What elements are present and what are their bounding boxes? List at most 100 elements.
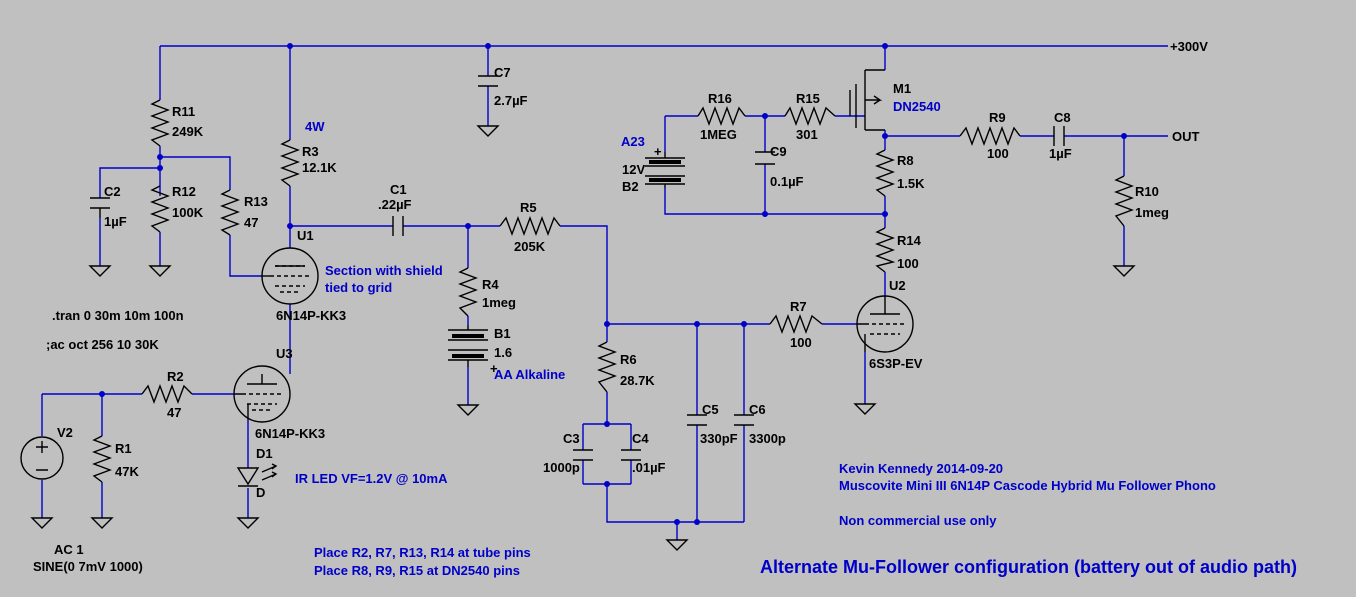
r9-symbol — [959, 126, 1021, 146]
c1-value: .22µF — [378, 197, 412, 212]
source-sine: SINE(0 7mV 1000) — [33, 559, 143, 574]
b2-value: 12V — [622, 162, 645, 177]
r12-symbol — [150, 185, 170, 233]
m1-ref: M1 — [893, 81, 911, 96]
b2-ref: B2 — [622, 179, 639, 194]
r16-symbol — [697, 106, 746, 126]
placement-note-1: Place R2, R7, R13, R14 at tube pins — [314, 545, 531, 560]
r8-symbol — [875, 149, 895, 197]
r6-symbol — [597, 341, 617, 393]
c8-ref: C8 — [1054, 110, 1071, 125]
ac-directive: ;ac oct 256 10 30K — [46, 337, 159, 352]
r4-value: 1meg — [482, 295, 516, 310]
c4-symbol — [621, 449, 641, 461]
c5-symbol — [687, 414, 707, 426]
out-label: OUT — [1172, 129, 1200, 144]
r2-ref: R2 — [167, 369, 184, 384]
r1-symbol — [92, 435, 112, 483]
r4-symbol — [458, 267, 478, 317]
r10-ref: R10 — [1135, 184, 1159, 199]
c3-symbol — [573, 449, 593, 461]
r5-value: 205K — [514, 239, 546, 254]
c5-ref: C5 — [702, 402, 719, 417]
supply-rail-label: +300V — [1170, 39, 1208, 54]
project-note: Muscovite Mini III 6N14P Cascode Hybrid … — [839, 478, 1216, 493]
r3-symbol — [280, 139, 300, 187]
r3-ref: R3 — [302, 144, 319, 159]
c7-ref: C7 — [494, 65, 511, 80]
r6-ref: R6 — [620, 352, 637, 367]
r15-ref: R15 — [796, 91, 820, 106]
d1-ref: D1 — [256, 446, 273, 461]
c9-value: 0.1µF — [770, 174, 804, 189]
r14-value: 100 — [897, 256, 919, 271]
r1-ref: R1 — [115, 441, 132, 456]
r2-symbol — [141, 384, 193, 404]
b1-value: 1.6 — [494, 345, 512, 360]
u3-ref: U3 — [276, 346, 293, 361]
author-note: Kevin Kennedy 2014-09-20 — [839, 461, 1003, 476]
r13-value: 47 — [244, 215, 258, 230]
tran-directive: .tran 0 30m 10m 100n — [52, 308, 184, 323]
v2-source-symbol — [20, 436, 64, 480]
c2-value: 1µF — [104, 214, 127, 229]
r10-symbol — [1114, 175, 1134, 227]
d1-led-symbol — [236, 463, 278, 487]
r14-ref: R14 — [897, 233, 922, 248]
r2-value: 47 — [167, 405, 181, 420]
b1-symbol — [448, 325, 488, 367]
placement-note-2: Place R8, R9, R15 at DN2540 pins — [314, 563, 520, 578]
r7-ref: R7 — [790, 299, 807, 314]
c6-ref: C6 — [749, 402, 766, 417]
c4-value: .01µF — [632, 460, 666, 475]
license-note: Non commercial use only — [839, 513, 997, 528]
u1-ref: U1 — [297, 228, 314, 243]
r9-ref: R9 — [989, 110, 1006, 125]
r16-ref: R16 — [708, 91, 732, 106]
schematic-title: Alternate Mu-Follower configuration (bat… — [760, 557, 1297, 577]
c6-value: 3300p — [749, 431, 786, 446]
c8-value: 1µF — [1049, 146, 1072, 161]
r8-value: 1.5K — [897, 176, 925, 191]
r11-ref: R11 — [172, 104, 195, 119]
r4-ref: R4 — [482, 277, 499, 292]
b1-ref: B1 — [494, 326, 511, 341]
m1-model: DN2540 — [893, 99, 941, 114]
junction-dots — [99, 43, 1127, 525]
r1-value: 47K — [115, 464, 139, 479]
b1-type: AA Alkaline — [494, 367, 565, 382]
u1-note-line1: Section with shield — [325, 263, 443, 278]
c1-symbol — [392, 216, 404, 236]
c7-value: 2.7µF — [494, 93, 528, 108]
c2-ref: C2 — [104, 184, 121, 199]
r11-value: 249K — [172, 124, 204, 139]
r9-value: 100 — [987, 146, 1009, 161]
u1-note-line2: tied to grid — [325, 280, 392, 295]
u1-tube-symbol — [261, 247, 319, 305]
c1-ref: C1 — [390, 182, 407, 197]
b2-plus-mark: + — [654, 144, 662, 159]
u2-model: 6S3P-EV — [869, 356, 923, 371]
r15-symbol — [784, 106, 836, 126]
u3-model: 6N14P-KK3 — [255, 426, 325, 441]
u1-model: 6N14P-KK3 — [276, 308, 346, 323]
wires — [41, 45, 1168, 540]
r7-symbol — [769, 314, 823, 334]
c6-symbol — [734, 414, 754, 426]
r13-symbol — [220, 189, 240, 236]
r11-symbol — [150, 99, 170, 147]
r13-ref: R13 — [244, 194, 268, 209]
c5-value: 330pF — [700, 431, 738, 446]
r3-value: 12.1K — [302, 160, 337, 175]
d1-value: D — [256, 485, 265, 500]
c8-symbol — [1053, 126, 1065, 146]
r12-value: 100K — [172, 205, 204, 220]
m1-mosfet-symbol — [849, 69, 885, 131]
r7-value: 100 — [790, 335, 812, 350]
c9-symbol — [755, 151, 775, 165]
r5-ref: R5 — [520, 200, 537, 215]
c7-symbol — [478, 75, 498, 87]
r8-ref: R8 — [897, 153, 914, 168]
r15-value: 301 — [796, 127, 818, 142]
